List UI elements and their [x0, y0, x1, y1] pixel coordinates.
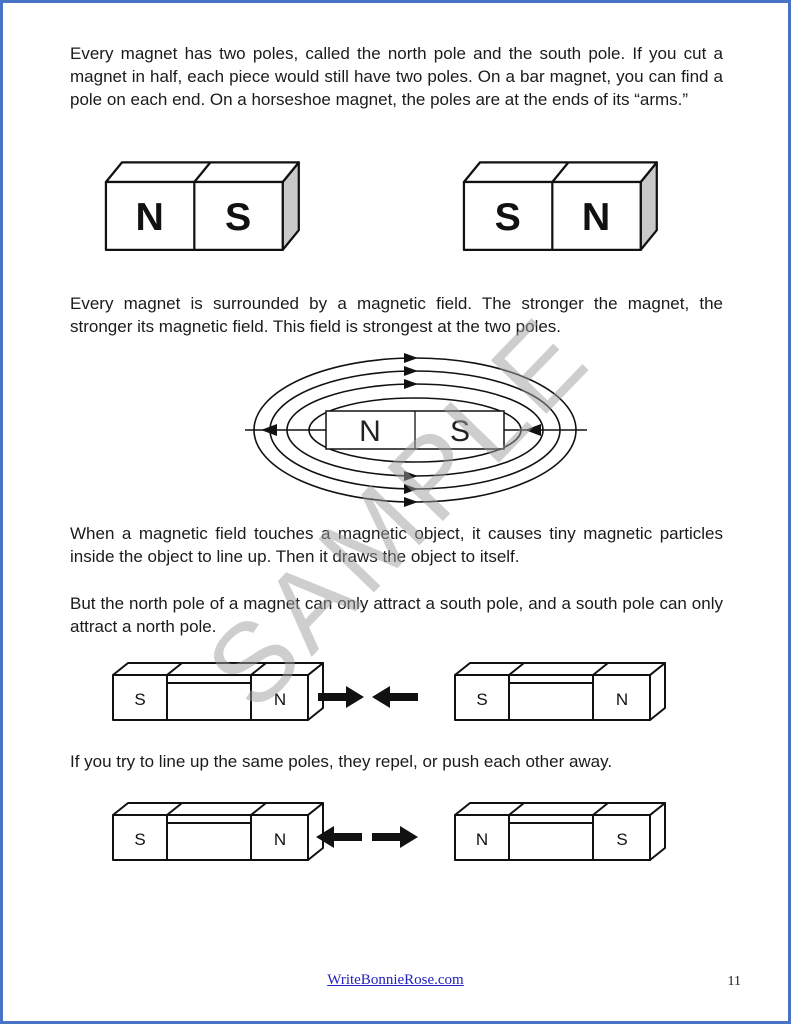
paragraph-particles: When a magnetic field touches a magnetic…: [70, 524, 723, 566]
pole-label-s: S: [134, 690, 145, 709]
field-pole-label-n: N: [359, 415, 381, 448]
pole-label-s: S: [225, 195, 251, 239]
repel-arrow-left-icon: [316, 824, 362, 855]
bar-magnet-sn-figure: S N: [460, 157, 675, 262]
pole-label-n: N: [274, 830, 286, 849]
magnetic-field-diagram: N S: [237, 350, 593, 518]
repel-arrow-right-icon: [372, 824, 418, 855]
pole-label-n: N: [135, 195, 163, 239]
paragraph-repel: If you try to line up the same poles, th…: [70, 752, 613, 771]
attract-right-magnet: S N: [452, 660, 668, 727]
attract-arrow-right-icon: [318, 684, 364, 715]
pole-label-n: N: [274, 690, 286, 709]
paragraph-poles: Every magnet has two poles, called the n…: [70, 44, 723, 109]
pole-label-s: S: [495, 195, 521, 239]
footer: WriteBonnieRose.com: [0, 972, 791, 989]
footer-website-link[interactable]: WriteBonnieRose.com: [327, 972, 464, 988]
page-number: 11: [727, 974, 741, 989]
pole-label-s: S: [134, 830, 145, 849]
paragraph-field: Every magnet is surrounded by a magnetic…: [70, 294, 723, 336]
pole-label-n: N: [616, 690, 628, 709]
repel-right-magnet: N S: [452, 800, 668, 867]
bar-magnet-ns-figure: N S: [102, 157, 317, 262]
field-pole-label-s: S: [450, 415, 470, 448]
pole-label-s: S: [616, 830, 627, 849]
pole-label-n: N: [582, 195, 610, 239]
repel-left-magnet: S N: [110, 800, 326, 867]
field-arrowheads: [261, 353, 541, 507]
attract-arrow-left-icon: [372, 684, 418, 715]
pole-label-n: N: [476, 830, 488, 849]
attract-left-magnet: S N: [110, 660, 326, 727]
paragraph-attract-rule: But the north pole of a magnet can only …: [70, 594, 723, 636]
pole-label-s: S: [476, 690, 487, 709]
